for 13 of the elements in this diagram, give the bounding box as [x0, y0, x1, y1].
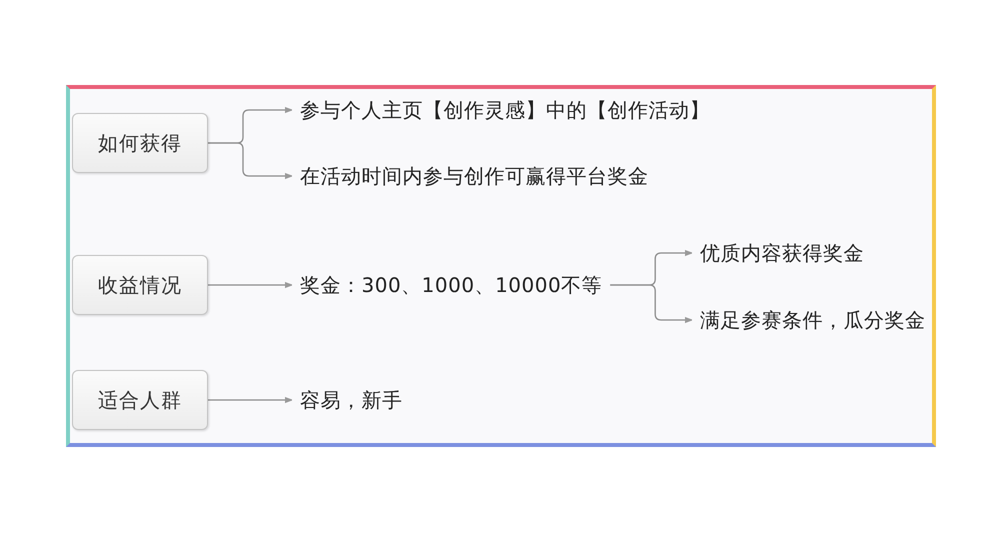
branch-text: 容易，新手	[292, 386, 410, 414]
topic-box: 收益情况	[72, 255, 208, 315]
branch-text: 满足参赛条件，瓜分奖金	[692, 306, 934, 334]
connector-arrow	[208, 142, 292, 180]
branch-text: 优质内容获得奖金	[692, 239, 872, 267]
topic-box: 适合人群	[72, 370, 208, 430]
connector-arrow	[208, 396, 292, 404]
connector-arrow	[208, 282, 292, 288]
branch-text: 在活动时间内参与创作可赢得平台奖金	[292, 162, 656, 190]
connector-arrow	[610, 284, 692, 324]
topic-box: 如何获得	[72, 113, 208, 173]
branch-text: 参与个人主页【创作灵感】中的【创作活动】	[292, 96, 718, 124]
branch-text: 奖金：300、1000、10000不等	[292, 271, 610, 299]
